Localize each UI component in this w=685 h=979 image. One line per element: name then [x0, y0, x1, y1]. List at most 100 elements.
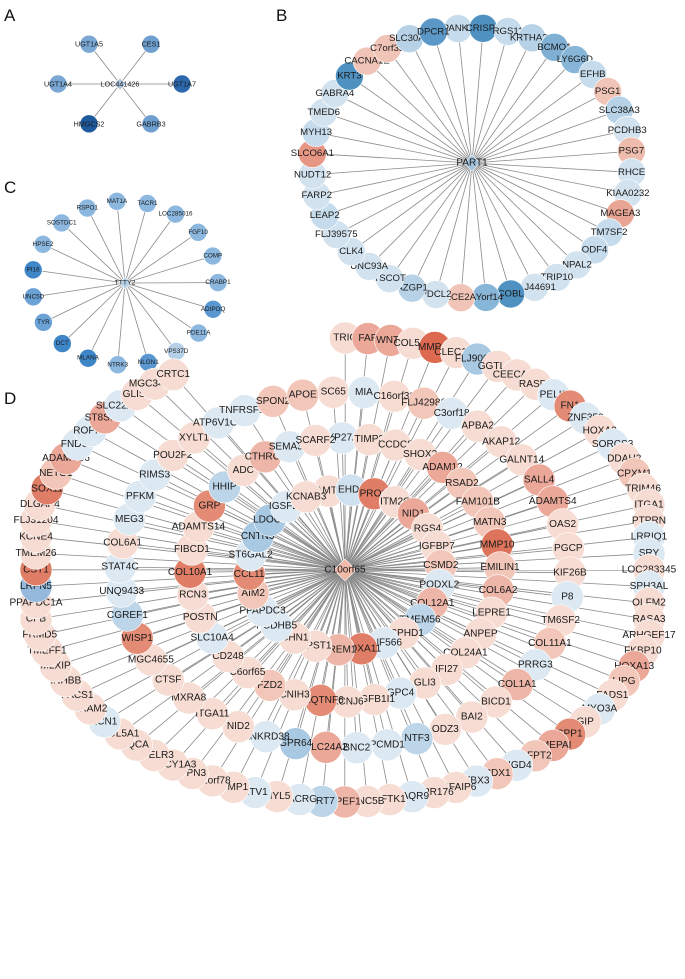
- gene-node-label: APOE: [289, 390, 317, 401]
- gene-node-label: COL10A1: [168, 567, 213, 578]
- gene-node-label: EFHB: [580, 69, 606, 80]
- gene-node-label: UGT1A7: [168, 80, 196, 89]
- gene-node-label: FLJ31204: [14, 515, 59, 526]
- gene-node-label: OPN3: [179, 768, 207, 779]
- gene-node: DPCR1: [417, 17, 450, 47]
- gene-node-label: BCMO1: [537, 42, 571, 53]
- gene-node-label: FIBCD1: [174, 544, 210, 555]
- gene-node: NID2: [222, 710, 255, 744]
- gene-node-label: HOXA11: [342, 643, 381, 654]
- gene-node-label: COL5A3: [393, 338, 432, 349]
- edge: [471, 162, 610, 233]
- gene-node-label: PTPRN: [632, 515, 666, 526]
- gene-node-label: PDCL2: [421, 289, 452, 300]
- gene-node-label: TRIM46: [625, 484, 661, 495]
- gene-node-label: WISP1: [122, 633, 154, 644]
- gene-node-circle: [203, 246, 223, 266]
- edge: [198, 526, 346, 571]
- gene-node-label: POSTN: [183, 612, 218, 623]
- gene-node-circle: [141, 114, 161, 134]
- edge: [33, 269, 126, 284]
- gene-node-label: SPON2: [256, 396, 291, 407]
- gene-node-circle: [77, 198, 97, 218]
- edge: [323, 112, 473, 164]
- gene-node-label: ROPN1: [73, 425, 108, 436]
- gene-node-label: DDAH2: [607, 453, 642, 464]
- edge: [389, 162, 473, 279]
- gene-node-label: GUCY1A3: [149, 760, 197, 771]
- edge: [471, 162, 578, 266]
- node-group: ADAMTS12EHD3PROCITM2CNID1RGS4IGFBP7CSMD2…: [9, 321, 677, 819]
- gene-node-label: UNC5B: [350, 796, 384, 807]
- edge: [312, 153, 473, 164]
- gene-node-label: MEG3: [115, 514, 144, 525]
- gene-node: CRISP2: [466, 14, 500, 43]
- gene-node-label: LDOC1: [253, 515, 287, 526]
- gene-node-label: CLEC11A: [434, 347, 478, 358]
- gene-node: ANKRD38: [243, 720, 290, 754]
- edge: [411, 162, 473, 289]
- gene-node-label: DPCR1: [417, 27, 450, 38]
- gene-node-label: GIP: [576, 717, 594, 728]
- gene-node-label: C6orf65: [229, 667, 265, 678]
- gene-node-label: VPS37D: [164, 348, 189, 355]
- gene-node-label: WNT2: [376, 335, 405, 346]
- edge: [124, 232, 199, 284]
- hub-node: TTTY2: [115, 276, 136, 290]
- gene-node-label: KCNJ6: [332, 696, 364, 707]
- gene-node-circle: [189, 323, 208, 343]
- gene-node-label: STAT4C: [101, 562, 138, 573]
- gene-node-label: UGT1A4: [44, 80, 72, 89]
- gene-node: APOE: [286, 378, 320, 412]
- edge: [471, 162, 621, 214]
- gene-node-label: TGFB1I1: [354, 694, 395, 705]
- edge: [117, 282, 126, 365]
- gene-node-label: ST8SIA2: [85, 412, 126, 423]
- gene-node: C3orf18: [434, 396, 470, 430]
- gene-node-label: ADAMTS6: [42, 453, 90, 464]
- gene-node-circle: [156, 439, 190, 472]
- gene-node-label: MLXIP: [40, 661, 71, 672]
- gene-node-label: LCN1: [92, 716, 118, 727]
- gene-node-label: FLJ44691: [513, 282, 556, 293]
- gene-node-label: AZGP1: [396, 283, 427, 294]
- gene-node-label: COL5A1: [101, 728, 140, 739]
- gene-node-label: TMEM26: [16, 548, 57, 559]
- gene-node-label: EHD3: [338, 485, 365, 496]
- gene-node-circle: [107, 192, 127, 211]
- gene-node-label: CGREF1: [107, 610, 148, 621]
- edge: [471, 162, 535, 288]
- gene-node-label: PGCP: [554, 543, 583, 554]
- edge: [116, 201, 126, 284]
- gene-node-label: GALNT14: [499, 454, 544, 465]
- gene-node: XYLT1: [177, 421, 211, 455]
- edge: [344, 569, 568, 598]
- gene-node-label: CNIH3: [279, 689, 310, 700]
- gene-node-label: PI16: [27, 266, 40, 273]
- gene-node-label: NETO1: [39, 468, 73, 479]
- gene-node: KIF26B: [553, 556, 587, 590]
- gene-node-label: IGFBP7: [419, 541, 455, 552]
- gene-node-circle: [286, 378, 320, 412]
- gene-node-label: SOX11: [31, 483, 63, 494]
- gene-node-label: PROC: [360, 488, 389, 499]
- gene-node-label: TMEM56: [400, 614, 441, 625]
- gene-node-label: MMP10: [480, 539, 515, 550]
- gene-node-circle: [461, 409, 494, 443]
- gene-node-label: PANK1: [443, 23, 474, 34]
- panel-a-letter: A: [4, 6, 16, 25]
- gene-node-circle: [52, 213, 71, 233]
- edge: [33, 282, 126, 298]
- gene-node: BICD1: [479, 685, 513, 719]
- hub-node-diamond: [463, 154, 481, 172]
- gene-node-label: DLGAP4: [20, 499, 60, 510]
- gene-node-label: MAGEA3: [600, 208, 640, 219]
- gene-node-circle: [418, 17, 448, 47]
- gene-node-label: C3orf18: [434, 408, 470, 419]
- edge: [344, 569, 466, 654]
- gene-node: CES1: [142, 34, 160, 54]
- edge: [435, 162, 473, 295]
- gene-node-label: MMP11: [418, 342, 452, 353]
- hub-node-label: TTTY2: [115, 280, 136, 287]
- gene-node-label: COL11A1: [528, 638, 572, 649]
